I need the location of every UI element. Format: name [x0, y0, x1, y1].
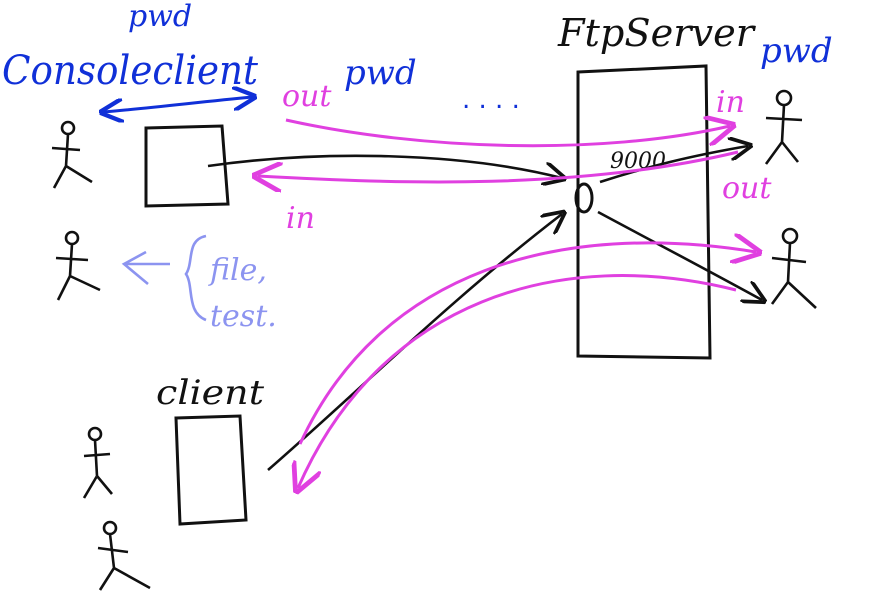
file-label: file,	[208, 253, 267, 288]
user-figure-client-1	[82, 426, 113, 499]
user-figure-client-2	[97, 520, 151, 591]
in-label-right: in	[716, 85, 745, 120]
client-label-bottom: client	[156, 373, 264, 413]
in-label-left: in	[286, 201, 315, 236]
user-figure-server-bottom	[770, 227, 817, 309]
console-client-box	[144, 124, 230, 208]
console-client-double-arrow	[104, 97, 252, 112]
file-test-brace	[184, 234, 207, 322]
dots-label: . . . .	[462, 85, 520, 115]
server-socket-node	[574, 182, 594, 214]
pwd-label-mid: pwd	[344, 53, 417, 93]
ftp-server-label: FtpServer	[557, 11, 757, 55]
server-to-user-top-arrow	[599, 146, 748, 184]
out-label-left: out	[282, 79, 332, 114]
client-box-bottom	[174, 414, 248, 526]
user-figure-server-top	[764, 89, 803, 165]
console-to-server-arrow	[207, 154, 562, 178]
console-client-label: Consoleclient	[2, 48, 259, 94]
client-to-server-arrow	[267, 214, 562, 471]
ftp-server-box	[576, 64, 712, 360]
pwd-label-top: pwd	[128, 0, 192, 34]
out-stream-arrow-bottom	[298, 243, 756, 445]
out-stream-arrow-top	[285, 120, 730, 148]
in-stream-arrow-bottom	[298, 274, 737, 488]
user-figure-console	[51, 120, 93, 189]
test-label: test.	[210, 299, 277, 334]
file-test-arrow	[121, 250, 170, 285]
out-label-right: out	[722, 171, 772, 206]
server-to-user-bottom-arrow	[597, 210, 762, 300]
in-stream-arrow-top	[258, 150, 739, 182]
user-figure-file	[55, 230, 101, 301]
pwd-label-right: pwd	[760, 31, 833, 71]
